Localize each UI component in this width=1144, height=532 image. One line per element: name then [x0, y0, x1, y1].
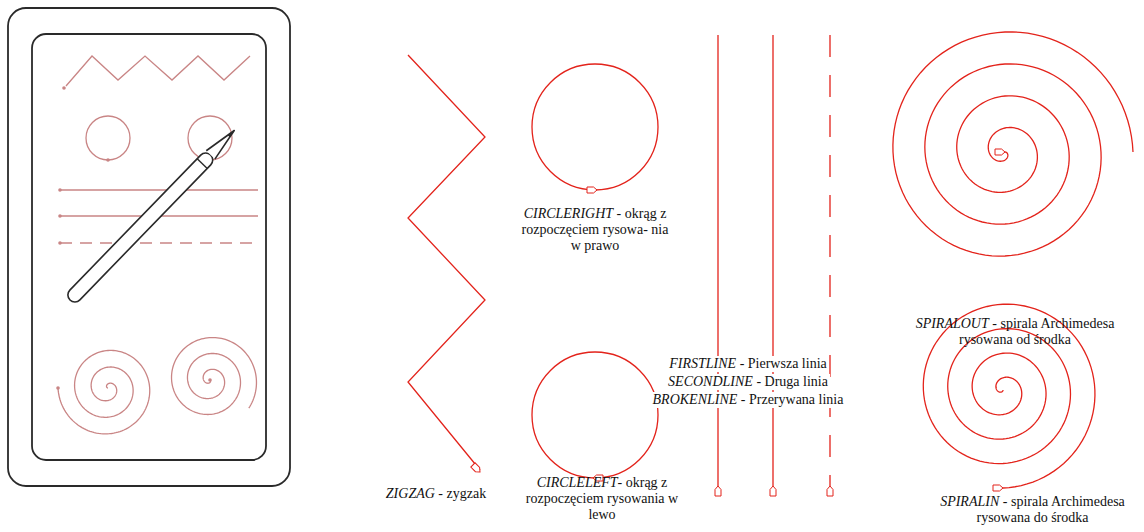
command-name: SPIRALIN [940, 494, 999, 509]
start-dot [58, 214, 62, 218]
spiral-in-caption: SPIRALIN- spirala Archimedesa rysowana d… [925, 494, 1140, 526]
spiral-mini [58, 350, 150, 433]
second-line [772, 35, 773, 486]
pencil-tip [206, 126, 238, 159]
command-name: SPIRALOUT [916, 316, 989, 331]
pen-marker [471, 463, 482, 474]
circle-left [532, 352, 658, 478]
first-line-caption: FIRSTLINE - Pierwsza linia [667, 356, 828, 372]
zigzag-mini [66, 56, 250, 86]
first-line [717, 35, 718, 486]
start-dot [56, 386, 60, 390]
tablet-screen [32, 34, 266, 460]
zigzag [408, 55, 485, 470]
command-description: - zygzak [438, 486, 486, 501]
command-description: - Pierwsza linia [740, 356, 827, 371]
pen-marker [715, 486, 721, 496]
command-description: - Druga linia [756, 374, 828, 389]
circle-left-caption: CIRCLELEFT- okrąg z rozpoczęciem rysowan… [515, 475, 690, 523]
command-name: SECONDLINE [668, 374, 753, 389]
command-description: - Przerywana linia [741, 392, 844, 407]
command-name: BROKENLINE [653, 392, 738, 407]
start-dot [62, 86, 66, 90]
pencil-body [65, 150, 216, 305]
broken-line-mini [60, 242, 258, 243]
broken-line [829, 35, 830, 486]
spiral-in [923, 304, 1095, 488]
main-figures [408, 32, 1133, 496]
zigzag-caption: ZIGZAG- zygzak [386, 486, 486, 502]
start-dot [58, 188, 62, 192]
spiral-mini [172, 338, 257, 415]
command-name: CIRCLELEFT [537, 475, 618, 490]
pen-marker [770, 486, 776, 496]
command-name: FIRSTLINE [669, 356, 736, 371]
tablet-drawings [56, 56, 258, 434]
start-dot [106, 158, 110, 162]
pen-marker [587, 187, 597, 193]
circle-mini [86, 116, 130, 160]
spiral-out-caption: SPIRALOUT- spirala Archimedesa rysowana … [908, 316, 1123, 348]
broken-line-caption: BROKENLINE- Przerywana linia [651, 392, 846, 408]
pencil [65, 126, 239, 305]
circle-right-caption: CIRCLERIGHT- okrąg z rozpoczęciem rysowa… [520, 206, 670, 254]
pen-marker [993, 485, 1003, 491]
pencil-band [197, 159, 207, 169]
command-name: CIRCLERIGHT [524, 206, 613, 221]
pencil-lead [228, 130, 236, 138]
second-line-caption: SECONDLINE- Druga linia [666, 374, 830, 390]
start-dot [58, 241, 62, 245]
command-name: ZIGZAG [386, 486, 435, 501]
tablet-body [8, 8, 290, 486]
start-dot [208, 378, 212, 382]
line-mini [60, 189, 258, 190]
circle-right [532, 64, 658, 190]
spiral-out [893, 32, 1133, 256]
pen-marker [995, 149, 1005, 155]
pen-marker [827, 486, 833, 496]
